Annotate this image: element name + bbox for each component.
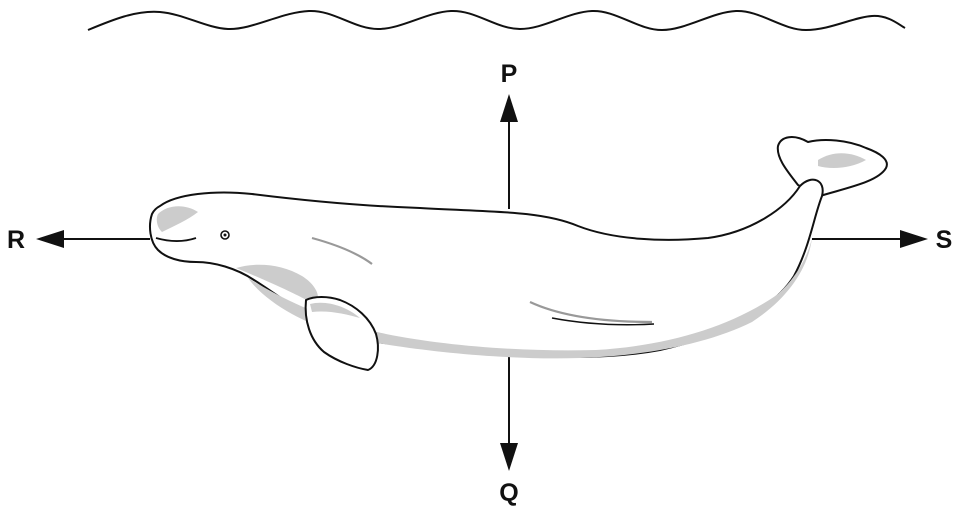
water-surface-wave-line (88, 11, 905, 30)
right-arrowhead (900, 230, 928, 248)
beluga-whale-illustration (150, 137, 887, 370)
eye-pupil (224, 234, 227, 237)
right-direction-label: S (936, 226, 953, 254)
left-direction-label: R (7, 226, 25, 254)
down-direction-label: Q (499, 479, 518, 506)
up-direction-label: P (501, 60, 518, 88)
down-arrowhead (500, 443, 518, 471)
up-arrowhead (500, 94, 518, 122)
left-arrowhead (36, 230, 64, 248)
